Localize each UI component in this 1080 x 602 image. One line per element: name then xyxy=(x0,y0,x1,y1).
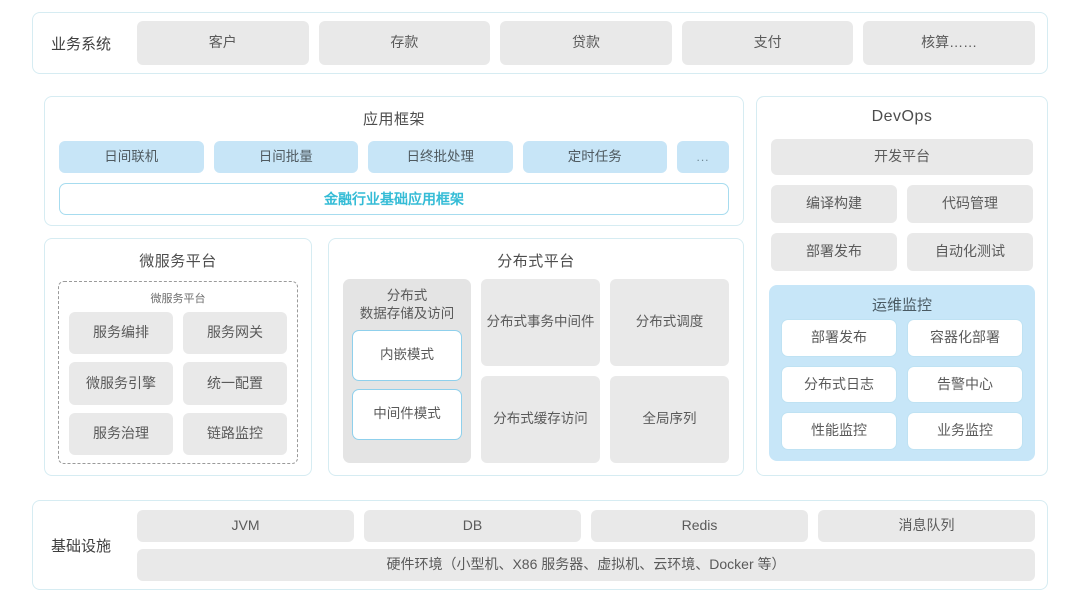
app-framework-item-daytime-online[interactable]: 日间联机 xyxy=(59,141,204,173)
app-framework-item-daytime-batch[interactable]: 日间批量 xyxy=(213,141,358,173)
infrastructure-item-db[interactable]: DB xyxy=(364,510,581,542)
distributed-mode-embedded[interactable]: 内嵌模式 xyxy=(352,330,462,382)
application-framework-item-list: 日间联机 日间批量 日终批处理 定时任务 ... xyxy=(59,141,729,173)
devops-item-code-management[interactable]: 代码管理 xyxy=(907,185,1033,223)
microservice-item-service-governance[interactable]: 服务治理 xyxy=(69,412,173,455)
ops-monitoring-panel: 运维监控 部署发布 容器化部署 分布式日志 告警中心 性能监控 业务监控 xyxy=(769,285,1035,461)
financial-base-framework-banner: 金融行业基础应用框架 xyxy=(59,183,729,215)
distributed-item-transaction-middleware-line1: 分布式 xyxy=(486,314,528,330)
distributed-data-storage-title-line2: 数据存储及访问 xyxy=(359,305,455,321)
devops-item-dev-platform[interactable]: 开发平台 xyxy=(771,139,1033,175)
distributed-mode-middleware[interactable]: 中间件模式 xyxy=(352,389,462,441)
distributed-item-cache-access-line2: 缓存访问 xyxy=(533,411,588,427)
ops-item-containerized-deploy[interactable]: 容器化部署 xyxy=(907,319,1023,357)
business-system-tab-payment[interactable]: 支付 xyxy=(681,21,854,65)
infrastructure-item-redis[interactable]: Redis xyxy=(591,510,808,542)
devops-item-grid: 编译构建 代码管理 部署发布 自动化测试 xyxy=(771,185,1033,271)
microservice-item-microservice-engine[interactable]: 微服务引擎 xyxy=(69,362,173,405)
distributed-item-scheduling[interactable]: 分布式调度 xyxy=(610,279,729,366)
business-systems-card: 业务系统 客户 存款 贷款 支付 核算…… xyxy=(32,12,1048,74)
microservice-platform-inner-group: 微服务平台 服务编排 服务网关 微服务引擎 统一配置 服务治理 链路监控 xyxy=(58,281,298,464)
app-framework-item-more[interactable]: ... xyxy=(677,141,729,173)
devops-item-deploy-release[interactable]: 部署发布 xyxy=(771,233,897,271)
business-system-tab-deposit[interactable]: 存款 xyxy=(318,21,491,65)
devops-title: DevOps xyxy=(871,108,933,125)
devops-card: DevOps 开发平台 编译构建 代码管理 部署发布 自动化测试 运维监控 部署… xyxy=(756,96,1048,476)
business-system-tab-loan[interactable]: 贷款 xyxy=(500,21,672,65)
microservice-platform-inner-title: 微服务平台 xyxy=(150,293,206,305)
microservice-item-service-gateway[interactable]: 服务网关 xyxy=(183,312,287,355)
infrastructure-item-list: JVM DB Redis 消息队列 xyxy=(137,510,1035,542)
ops-monitoring-item-grid: 部署发布 容器化部署 分布式日志 告警中心 性能监控 业务监控 xyxy=(781,319,1023,450)
distributed-data-storage-group[interactable]: 分布式 数据存储及访问 内嵌模式 中间件模式 xyxy=(343,279,471,463)
business-system-tab-customer[interactable]: 客户 xyxy=(137,21,309,65)
ops-item-deploy-release[interactable]: 部署发布 xyxy=(781,319,897,357)
distributed-item-transaction-middleware-line2: 事务中间件 xyxy=(527,314,595,330)
microservice-platform-title: 微服务平台 xyxy=(139,253,217,270)
microservice-platform-item-grid: 服务编排 服务网关 微服务引擎 统一配置 服务治理 链路监控 xyxy=(69,312,287,455)
distributed-item-cache-access-line1: 分布式 xyxy=(493,411,534,427)
ops-monitoring-title: 运维监控 xyxy=(871,297,932,314)
devops-item-automated-testing[interactable]: 自动化测试 xyxy=(907,233,1033,271)
infrastructure-item-message-queue[interactable]: 消息队列 xyxy=(818,510,1035,542)
business-systems-tab-list: 客户 存款 贷款 支付 核算…… xyxy=(137,21,1035,65)
distributed-platform-body: 分布式 数据存储及访问 内嵌模式 中间件模式 分布式 事务中间件 分布式调度 分… xyxy=(343,279,729,463)
ops-item-performance-monitoring[interactable]: 性能监控 xyxy=(781,412,897,450)
infrastructure-hardware-environment[interactable]: 硬件环境（小型机、X86 服务器、虚拟机、云环境、Docker 等） xyxy=(137,549,1035,581)
distributed-item-transaction-middleware[interactable]: 分布式 事务中间件 xyxy=(481,279,600,366)
distributed-platform-title: 分布式平台 xyxy=(497,253,575,270)
microservice-item-trace-monitoring[interactable]: 链路监控 xyxy=(183,412,287,455)
microservice-platform-card: 微服务平台 微服务平台 服务编排 服务网关 微服务引擎 统一配置 服务治理 链路… xyxy=(44,238,312,476)
application-framework-title: 应用框架 xyxy=(362,111,425,128)
business-system-tab-accounting[interactable]: 核算…… xyxy=(863,21,1035,65)
distributed-platform-item-grid: 分布式 事务中间件 分布式调度 分布式 缓存访问 全局序列 xyxy=(481,279,729,463)
infrastructure-card: 基础设施 JVM DB Redis 消息队列 硬件环境（小型机、X86 服务器、… xyxy=(32,500,1048,590)
devops-item-compile-build[interactable]: 编译构建 xyxy=(771,185,897,223)
ops-item-business-monitoring[interactable]: 业务监控 xyxy=(907,412,1023,450)
business-systems-label: 业务系统 xyxy=(51,35,112,53)
distributed-data-storage-title-line1: 分布式 xyxy=(386,288,428,303)
app-framework-item-eod-batch[interactable]: 日终批处理 xyxy=(368,141,513,173)
application-framework-card: 应用框架 日间联机 日间批量 日终批处理 定时任务 ... 金融行业基础应用框架 xyxy=(44,96,744,226)
distributed-item-cache-access[interactable]: 分布式 缓存访问 xyxy=(481,376,600,463)
infrastructure-label: 基础设施 xyxy=(51,537,112,555)
distributed-data-storage-title: 分布式 数据存储及访问 xyxy=(360,287,455,322)
ops-item-distributed-logging[interactable]: 分布式日志 xyxy=(781,365,897,404)
distributed-platform-card: 分布式平台 分布式 数据存储及访问 内嵌模式 中间件模式 分布式 事务中间件 分… xyxy=(328,238,744,476)
app-framework-item-scheduled-task[interactable]: 定时任务 xyxy=(522,141,667,173)
infrastructure-item-jvm[interactable]: JVM xyxy=(137,510,354,542)
distributed-item-global-sequence[interactable]: 全局序列 xyxy=(610,376,729,463)
microservice-item-service-orchestration[interactable]: 服务编排 xyxy=(69,312,173,355)
microservice-item-unified-config[interactable]: 统一配置 xyxy=(183,362,287,405)
ops-item-alert-center[interactable]: 告警中心 xyxy=(907,365,1023,404)
